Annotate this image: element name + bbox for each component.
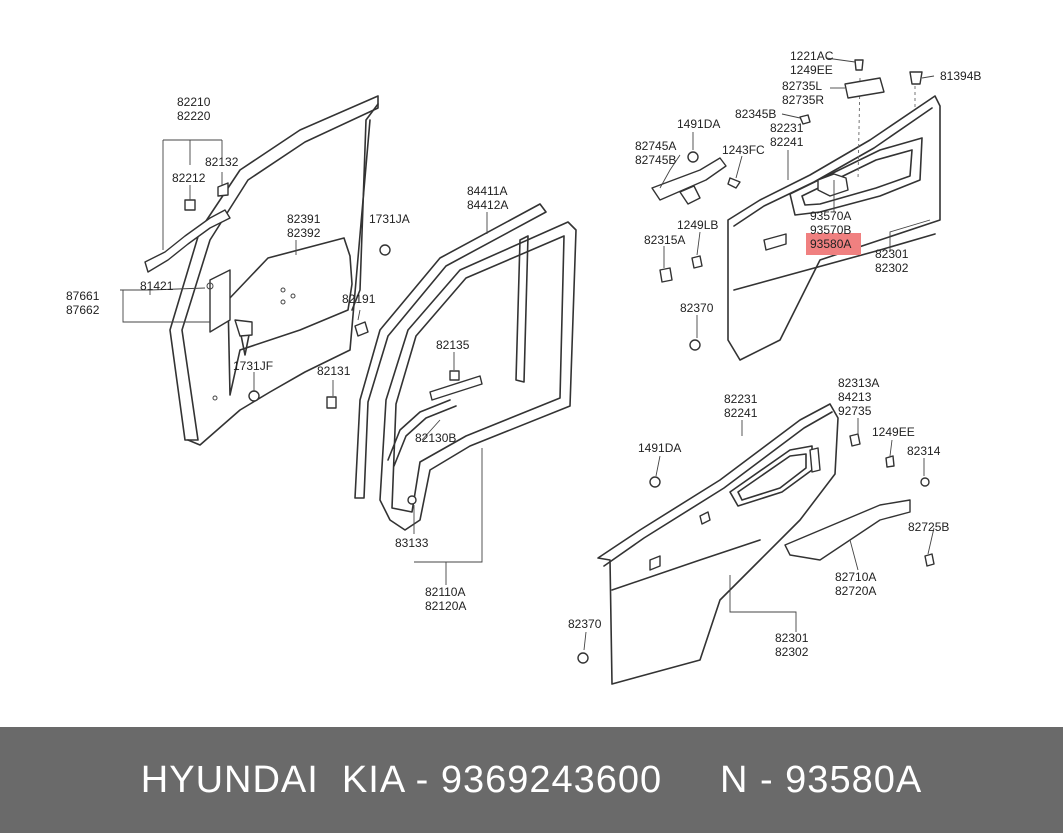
label-81394b: 81394B: [940, 69, 981, 83]
label-1249ee-upper: 1249EE: [790, 63, 833, 77]
label-1249lb: 1249LB: [677, 218, 718, 232]
label-82132: 82132: [205, 155, 239, 169]
label-82301-lower: 82301: [775, 631, 809, 645]
label-82745a: 82745A: [635, 139, 676, 153]
label-82302-upper: 82302: [875, 261, 909, 275]
label-82370-upper: 82370: [680, 301, 714, 315]
label-82135: 82135: [436, 338, 470, 352]
door-trim-panel-upper: [651, 59, 941, 361]
label-82370-lower: 82370: [568, 617, 602, 631]
label-82725b: 82725B: [908, 520, 949, 534]
label-87662: 87662: [66, 303, 100, 317]
footer-part-number: HYUNDAI KIA - 9369243600 N - 93580A: [140, 758, 923, 801]
door-trim-panel-lower: [577, 403, 935, 685]
door-trim-exploded-diagram: 82210 82220 82132 82212 82391 82392 1731…: [66, 49, 981, 685]
label-84412a: 84412A: [467, 198, 508, 212]
label-82301-upper: 82301: [875, 247, 909, 261]
door-frame-assembly: [144, 95, 391, 446]
label-1491da-lower: 1491DA: [638, 441, 681, 455]
label-1731ja: 1731JA: [369, 212, 410, 226]
label-1491da-upper: 1491DA: [677, 117, 720, 131]
label-82745b: 82745B: [635, 153, 676, 167]
label-84411a: 84411A: [467, 184, 507, 198]
label-82210: 82210: [177, 95, 211, 109]
label-1221ac: 1221AC: [790, 49, 834, 63]
label-82710a: 82710A: [835, 570, 876, 584]
label-1731jf: 1731JF: [233, 359, 273, 373]
part-labels: 82210 82220 82132 82212 82391 82392 1731…: [66, 49, 981, 659]
label-82392: 82392: [287, 226, 321, 240]
label-82735l: 82735L: [782, 79, 822, 93]
label-82313a: 82313A: [838, 376, 879, 390]
label-82735r: 82735R: [782, 93, 824, 107]
label-83133: 83133: [395, 536, 429, 550]
label-82212: 82212: [172, 171, 206, 185]
label-1249ee-lower: 1249EE: [872, 425, 915, 439]
label-93570b: 93570B: [810, 223, 851, 237]
label-1243fc: 1243FC: [722, 143, 765, 157]
label-92735: 92735: [838, 404, 872, 418]
label-82241-lower: 82241: [724, 406, 758, 420]
label-81421: 81421: [140, 279, 174, 293]
label-82391: 82391: [287, 212, 321, 226]
label-84213: 84213: [838, 390, 872, 404]
label-82314: 82314: [907, 444, 941, 458]
label-82130b: 82130B: [415, 431, 456, 445]
label-82720a: 82720A: [835, 584, 876, 598]
highlight-93580a: [806, 233, 861, 255]
label-87661: 87661: [66, 289, 100, 303]
label-93570a: 93570A: [810, 209, 851, 223]
label-82315a: 82315A: [644, 233, 685, 247]
label-82241-upper: 82241: [770, 135, 804, 149]
label-82231-lower: 82231: [724, 392, 758, 406]
leader-lines: [120, 57, 935, 651]
label-82191: 82191: [342, 292, 376, 306]
footer-bar: HYUNDAI KIA - 9369243600 N - 93580A: [0, 727, 1063, 833]
label-82120a: 82120A: [425, 599, 466, 613]
label-82345b: 82345B: [735, 107, 776, 121]
weatherstrip-assembly: [354, 203, 577, 531]
label-82110a: 82110A: [425, 585, 465, 599]
label-82131: 82131: [317, 364, 351, 378]
label-82220: 82220: [177, 109, 211, 123]
label-82302-lower: 82302: [775, 645, 809, 659]
label-93580a: 93580A: [810, 237, 851, 251]
label-82231-upper: 82231: [770, 121, 804, 135]
